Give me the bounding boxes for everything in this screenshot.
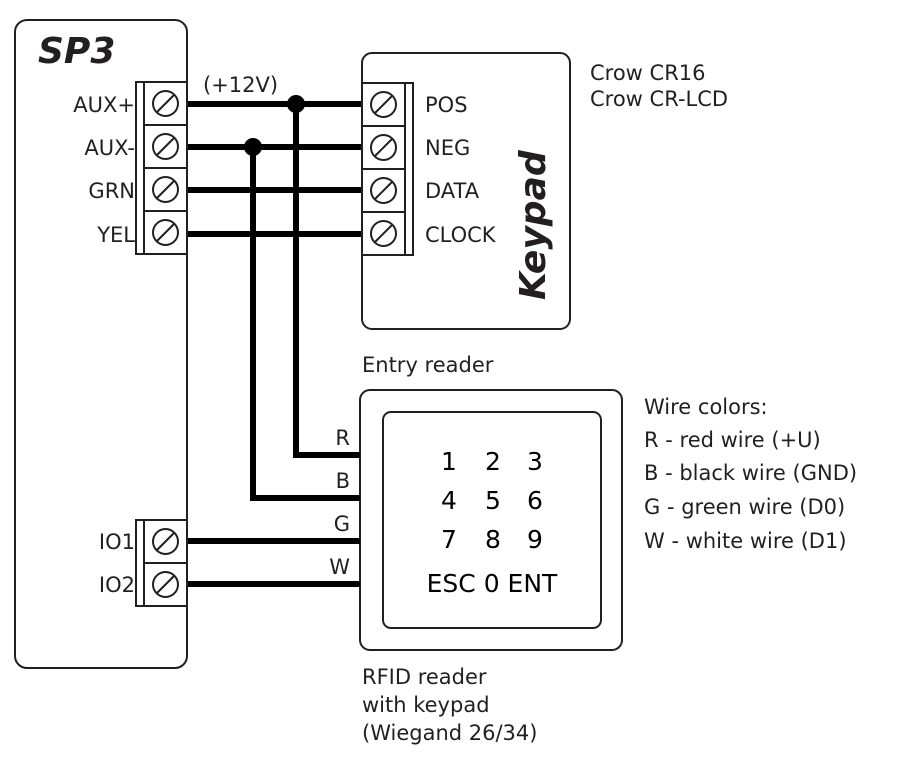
wire-red-reader (293, 104, 360, 458)
label-12v: (+12V) (203, 73, 278, 97)
screw-slot (155, 531, 176, 552)
label-aux-plus: AUX+ (73, 93, 135, 117)
junction-dot-minus (244, 138, 262, 156)
label-aux-minus: AUX- (84, 136, 135, 160)
screw-slot (155, 93, 176, 114)
wire-label-g: G (334, 512, 350, 536)
label-pos: POS (425, 93, 468, 117)
label-grn: GRN (88, 179, 135, 203)
key-row-esc-0-ent: ESC 0 ENT (427, 569, 558, 598)
screw-slot (373, 94, 394, 115)
wire-label-r: R (335, 426, 350, 450)
label-data: DATA (425, 179, 480, 203)
sp3-terminal-block-bottom (135, 519, 188, 607)
wire-label-w: W (329, 555, 350, 579)
screw-slot (155, 574, 176, 595)
label-yel: YEL (96, 223, 135, 247)
terminal-cell (361, 82, 406, 127)
key-3: 3 (527, 447, 543, 476)
label-clock: CLOCK (425, 223, 497, 247)
terminal-strip (135, 519, 145, 607)
wires-top (187, 95, 362, 587)
keypad-title: Keypad (513, 149, 554, 300)
reader-caption-3: (Wiegand 26/34) (362, 721, 537, 745)
legend-title: Wire colors: (644, 395, 768, 419)
keypad-model-1: Crow CR16 (590, 61, 706, 85)
keypad-model-2: Crow CR-LCD (590, 87, 728, 111)
reader-caption-2: with keypad (362, 693, 490, 717)
key-6: 6 (527, 486, 543, 515)
reader-inner-panel (382, 411, 602, 629)
wire-black-reader (250, 147, 360, 501)
wire-label-b: B (336, 469, 350, 493)
label-neg: NEG (425, 136, 470, 160)
key-5: 5 (485, 486, 501, 515)
reader-heading: Entry reader (362, 353, 494, 377)
screw-slot (155, 222, 176, 243)
legend-item: B - black wire (GND) (644, 461, 857, 485)
reader-caption-1: RFID reader (362, 665, 487, 689)
terminal-strip (135, 81, 145, 255)
sp3-title: SP3 (38, 31, 115, 72)
legend-item: W - white wire (D1) (644, 529, 847, 553)
reader-keypad: 1 2 3 4 5 6 7 8 9 ESC 0 ENT (427, 447, 558, 598)
screw-slot (373, 137, 394, 158)
terminal-cell (143, 562, 188, 607)
key-7: 7 (441, 525, 457, 554)
screw-slot (155, 179, 176, 200)
screw-slot (373, 180, 394, 201)
key-8: 8 (485, 525, 501, 554)
screw-slot (373, 223, 394, 244)
label-io1: IO1 (99, 530, 135, 554)
legend-item: G - green wire (D0) (644, 495, 845, 519)
keypad-terminal-block (361, 82, 414, 256)
wire-color-legend: Wire colors: R - red wire (+U) B - black… (644, 395, 857, 553)
key-9: 9 (527, 525, 543, 554)
junction-dot-plus (287, 95, 305, 113)
key-4: 4 (441, 486, 457, 515)
sp3-terminal-block-top (135, 81, 188, 255)
terminal-strip (404, 82, 414, 256)
label-io2: IO2 (99, 573, 135, 597)
key-1: 1 (441, 447, 457, 476)
key-2: 2 (485, 447, 501, 476)
legend-item: R - red wire (+U) (644, 428, 821, 452)
screw-slot (155, 136, 176, 157)
